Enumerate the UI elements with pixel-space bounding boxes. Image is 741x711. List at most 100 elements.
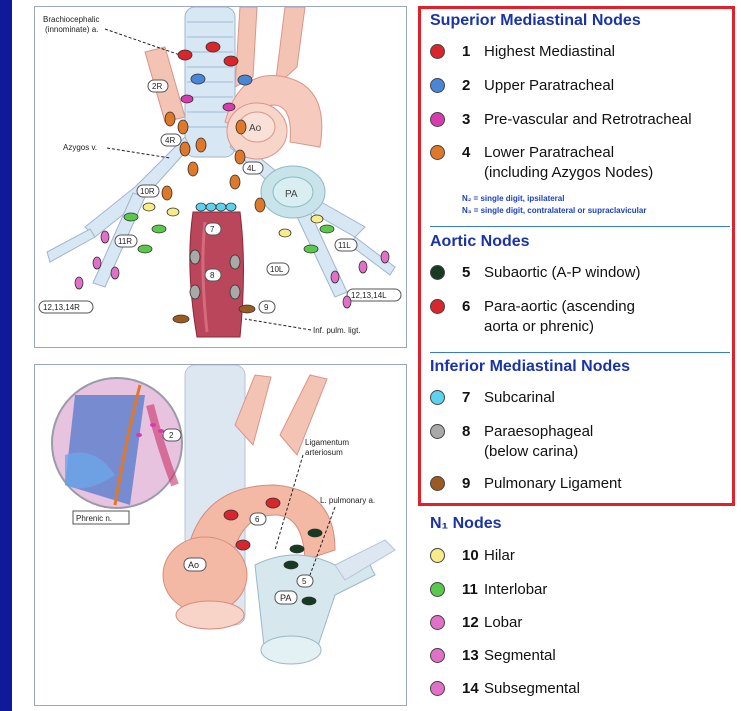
node-8 bbox=[230, 285, 240, 299]
node-11 bbox=[138, 245, 152, 253]
phrenic-label: Phrenic n. bbox=[76, 514, 112, 523]
node-6 bbox=[224, 510, 238, 520]
yellow-dot-icon bbox=[430, 548, 445, 563]
station-10l-tag: 10L bbox=[270, 265, 284, 274]
pa-label: PA bbox=[280, 593, 291, 603]
node-4 bbox=[230, 175, 240, 189]
station-11r-tag: 11R bbox=[118, 237, 132, 246]
node-4 bbox=[162, 186, 172, 200]
node-10 bbox=[279, 229, 291, 237]
node-11 bbox=[152, 225, 166, 233]
gray-dot-icon bbox=[430, 424, 445, 439]
node-4 bbox=[196, 138, 206, 152]
node-4 bbox=[255, 198, 265, 212]
innominate-label: (innominate) a. bbox=[45, 25, 98, 34]
ao-label: Ao bbox=[249, 123, 262, 134]
station-8-tag: 8 bbox=[210, 271, 215, 280]
pulmonary-a-label: L. pulmonary a. bbox=[320, 496, 375, 505]
inset-node bbox=[136, 433, 142, 437]
bottom-anatomy-panel: 2 Phrenic n. Ligamentum arteriosum L. pu… bbox=[34, 364, 407, 706]
n3-note: N₃ = single digit, contralateral or supr… bbox=[462, 205, 646, 216]
node-2 bbox=[191, 74, 205, 84]
node-6 bbox=[236, 540, 250, 550]
node-10 bbox=[311, 215, 323, 223]
node-10 bbox=[143, 203, 155, 211]
node-7 bbox=[196, 203, 206, 211]
azygos-pointer bbox=[107, 148, 170, 158]
node-9 bbox=[239, 305, 255, 313]
divider-aortic bbox=[430, 226, 730, 227]
mediastinal-nodes-diagram: Brachiocephalic (innominate) a. Azygos v… bbox=[35, 7, 406, 347]
magenta-dot-icon bbox=[430, 112, 445, 127]
node-1 bbox=[206, 42, 220, 52]
n1-title: N₁ Nodes bbox=[430, 515, 502, 533]
pa-label: PA bbox=[285, 189, 298, 200]
station-7-tag: 7 bbox=[210, 225, 215, 234]
node-11 bbox=[320, 225, 334, 233]
pink-dot-icon bbox=[430, 648, 445, 663]
station-5-tag: 5 bbox=[302, 577, 307, 586]
brown-dot-icon bbox=[430, 476, 445, 491]
ligamentum-label: Ligamentum bbox=[305, 438, 349, 447]
brachiocephalic-label: Brachiocephalic bbox=[43, 15, 99, 24]
top-anatomy-panel: Brachiocephalic (innominate) a. Azygos v… bbox=[34, 6, 407, 348]
orange-dot-icon bbox=[430, 145, 445, 160]
node-2 bbox=[238, 75, 252, 85]
node-7 bbox=[226, 203, 236, 211]
node-3 bbox=[223, 103, 235, 111]
node-1 bbox=[224, 56, 238, 66]
station-12l-tag: 12,13,14L bbox=[351, 291, 387, 300]
node-5 bbox=[302, 597, 316, 605]
node-6 bbox=[266, 498, 280, 508]
divider-inferior bbox=[430, 352, 730, 353]
node-13 bbox=[359, 261, 367, 273]
inset-node bbox=[150, 423, 156, 427]
node-8 bbox=[190, 285, 200, 299]
node-14 bbox=[343, 296, 351, 308]
node-10 bbox=[167, 208, 179, 216]
node-7 bbox=[216, 203, 226, 211]
aortic-nodes-diagram: 2 Phrenic n. Ligamentum arteriosum L. pu… bbox=[35, 365, 406, 705]
node-4 bbox=[165, 112, 175, 126]
azygos-label: Azygos v. bbox=[63, 143, 97, 152]
cyan-dot-icon bbox=[430, 390, 445, 405]
station-6-tag: 6 bbox=[255, 515, 260, 524]
node-12 bbox=[93, 257, 101, 269]
node-4 bbox=[180, 142, 190, 156]
pink-dot-icon bbox=[430, 615, 445, 630]
node-14 bbox=[381, 251, 389, 263]
station-2r-tag: 2R bbox=[152, 82, 162, 91]
station-4r-tag: 4R bbox=[165, 136, 175, 145]
red-dot-icon bbox=[430, 299, 445, 314]
inferior-title: Inferior Mediastinal Nodes bbox=[430, 358, 630, 376]
station-2-tag: 2 bbox=[169, 431, 174, 440]
ao-label: Ao bbox=[188, 560, 199, 570]
node-11 bbox=[304, 245, 318, 253]
right-bronchial-branch bbox=[47, 229, 95, 262]
node-5 bbox=[284, 561, 298, 569]
node-3 bbox=[181, 95, 193, 103]
pink-dot-icon bbox=[430, 681, 445, 696]
node-9 bbox=[173, 315, 189, 323]
dark-green-dot-icon bbox=[430, 265, 445, 280]
node-11 bbox=[124, 213, 138, 221]
node-12 bbox=[331, 271, 339, 283]
arteriosum-label: arteriosum bbox=[305, 448, 343, 457]
aortic-title: Aortic Nodes bbox=[430, 233, 530, 251]
node-13 bbox=[101, 231, 109, 243]
inf-pulm-ligt-pointer bbox=[245, 319, 311, 330]
node-4 bbox=[235, 150, 245, 164]
station-4l-tag: 4L bbox=[247, 164, 256, 173]
blue-dot-icon bbox=[430, 78, 445, 93]
node-5 bbox=[290, 545, 304, 553]
station-11l-tag: 11L bbox=[338, 241, 351, 250]
superior-title: Superior Mediastinal Nodes bbox=[430, 12, 641, 30]
node-4 bbox=[236, 120, 246, 134]
green-dot-icon bbox=[430, 582, 445, 597]
station-12r-tag: 12,13,14R bbox=[43, 303, 80, 312]
node-8 bbox=[190, 250, 200, 264]
left-subclavian-vessel bbox=[275, 7, 305, 87]
n2-note: N₂ = single digit, ipsilateral bbox=[462, 193, 564, 204]
node-4 bbox=[178, 120, 188, 134]
node-1 bbox=[178, 50, 192, 60]
